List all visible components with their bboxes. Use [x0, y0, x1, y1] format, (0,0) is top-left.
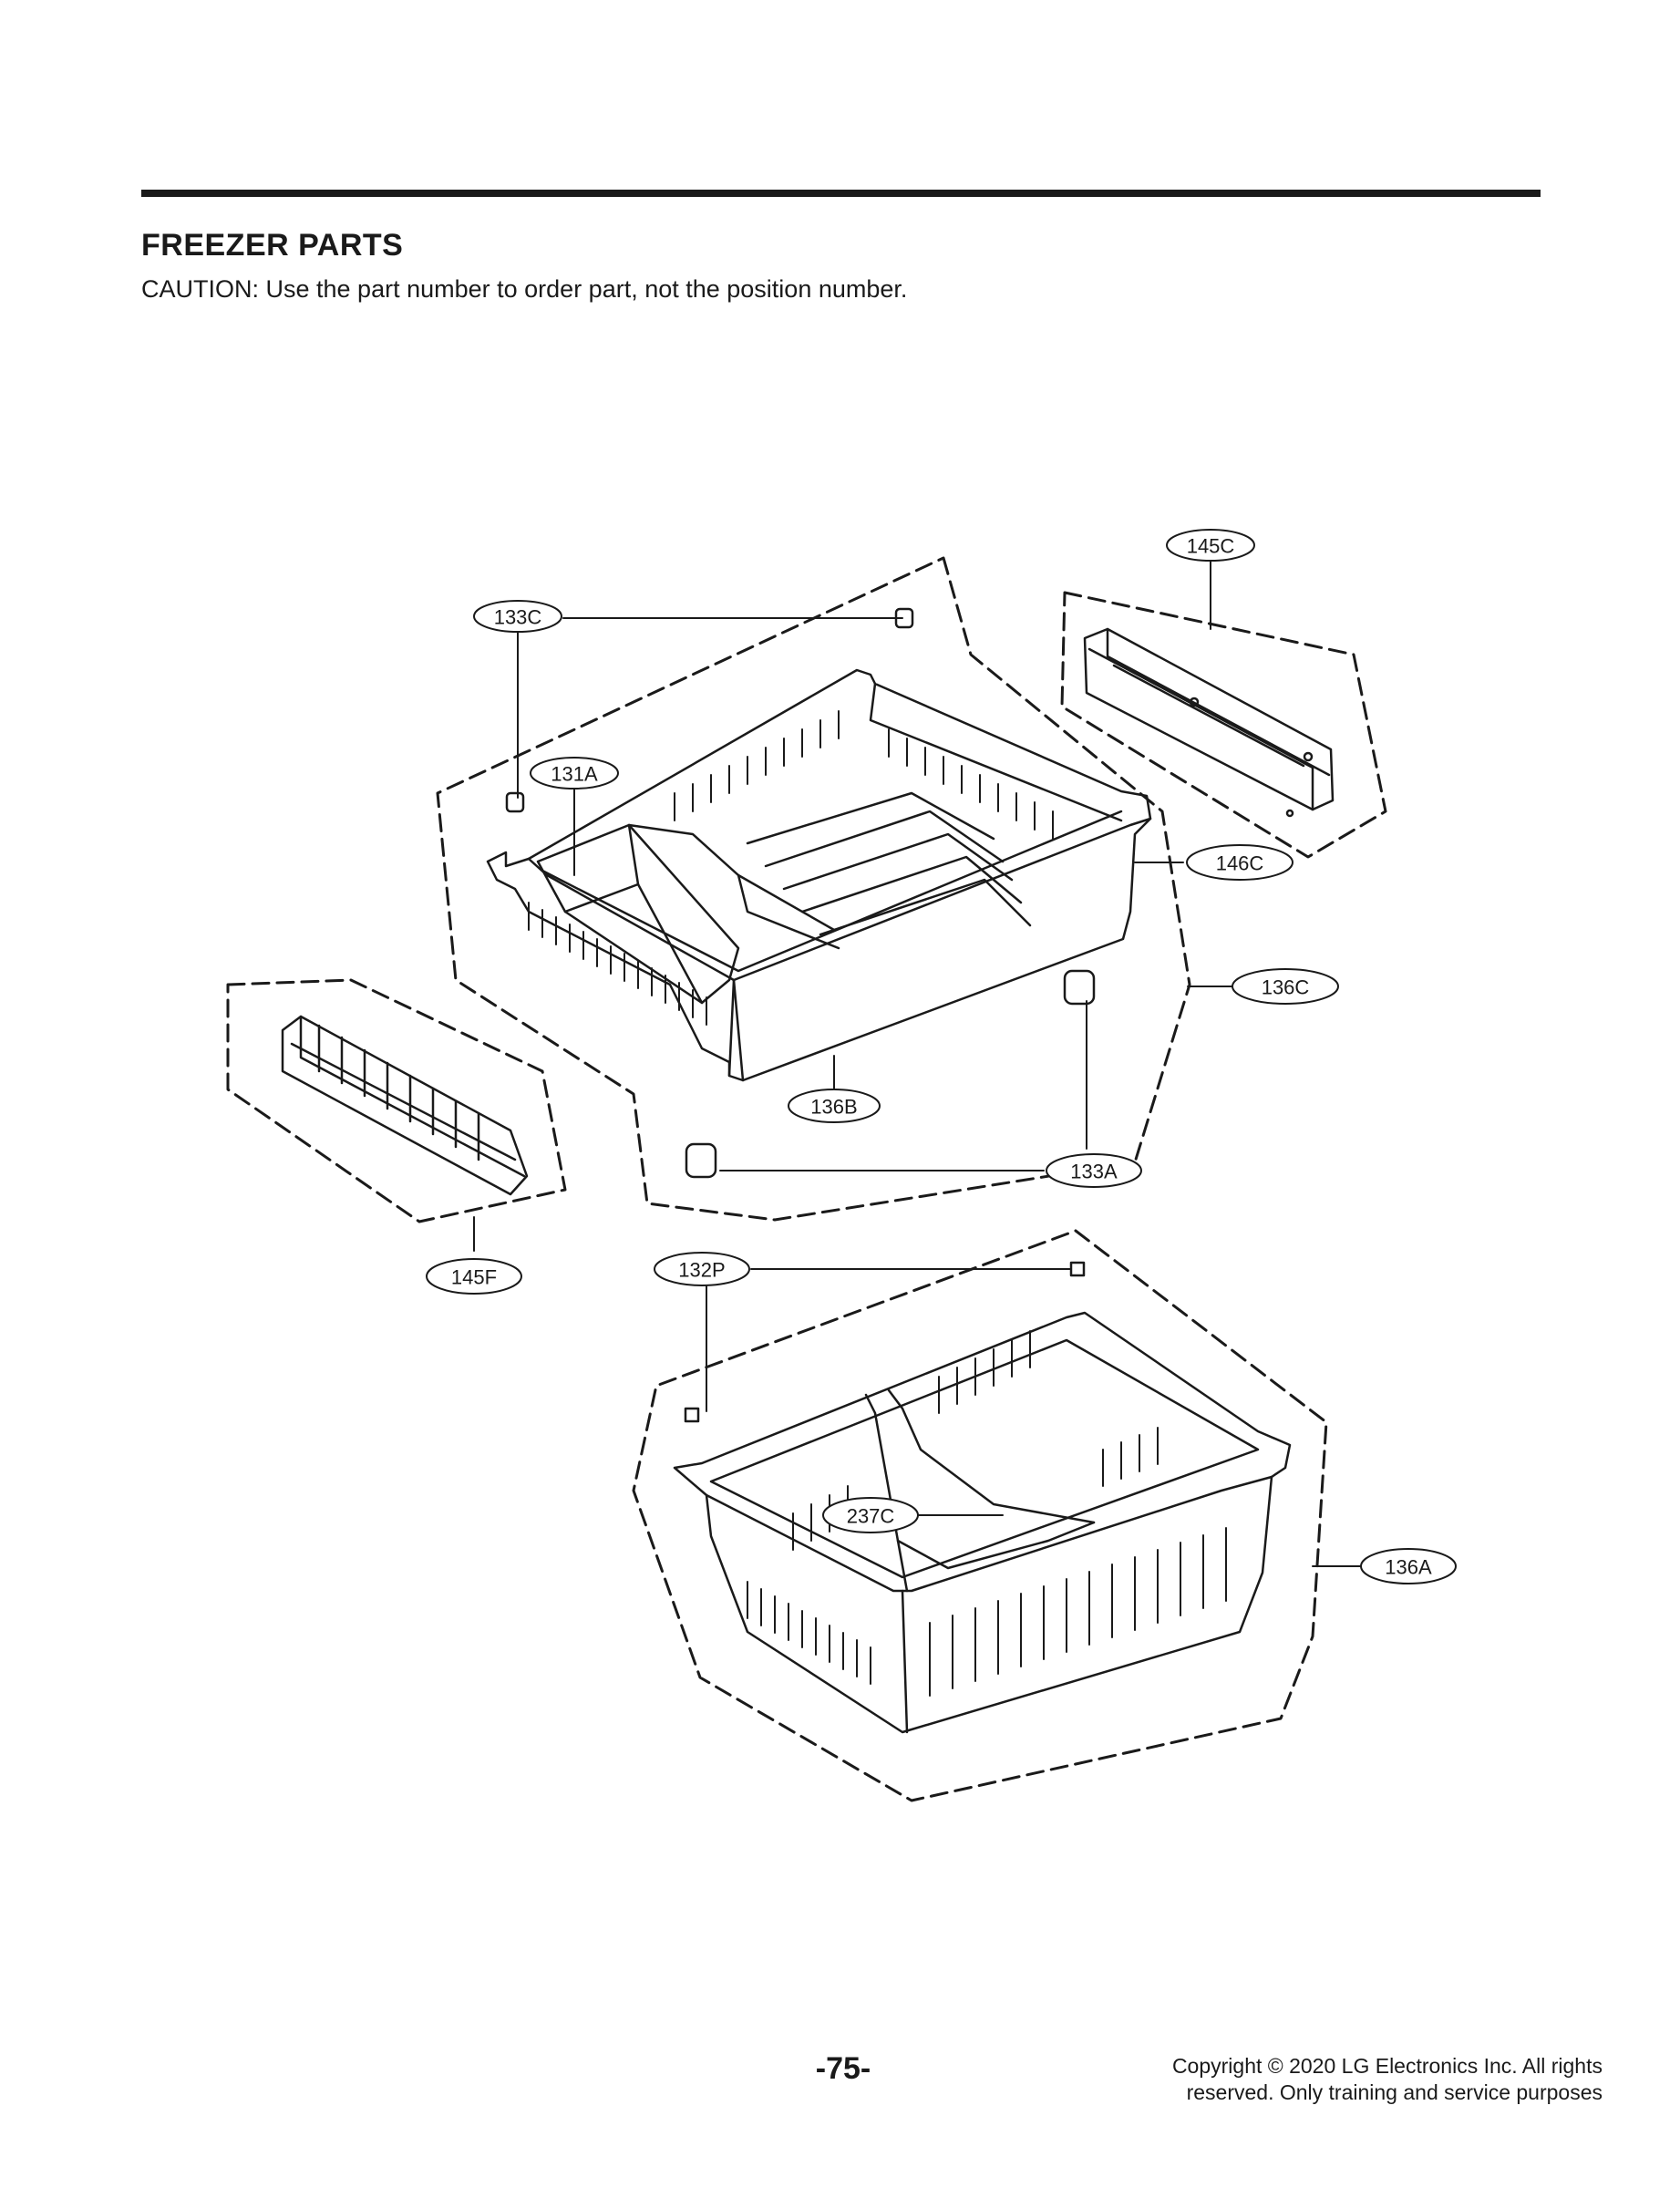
callout-label-133c: 133C [494, 606, 542, 629]
callout-oval-136a [1360, 1548, 1457, 1584]
rail-part [1083, 627, 1335, 818]
rail-group-outline [1060, 591, 1387, 859]
callout-label-145f: 145F [451, 1266, 497, 1289]
callout-oval-131a [530, 757, 619, 790]
callout-ovals [426, 529, 1457, 1584]
callout-label-146c: 146C [1216, 852, 1264, 875]
filter-group-outline [226, 978, 567, 1223]
callout-oval-136b [788, 1089, 881, 1123]
callout-label-132p: 132P [678, 1259, 725, 1282]
callout-labels: 145C 133C 131A 146C 136C 136B 133A 145F … [451, 535, 1432, 1579]
page-number: -75- [815, 2051, 871, 2086]
callout-label-237c: 237C [847, 1505, 895, 1528]
callout-label-131a: 131A [551, 763, 598, 786]
callout-oval-133c [473, 600, 562, 633]
drawer-vent-slots [528, 710, 1054, 1026]
callout-oval-133a [1046, 1153, 1142, 1188]
lower-basket-part [673, 1311, 1292, 1734]
callout-label-136c: 136C [1262, 976, 1310, 999]
upper-drawer-group-outline [436, 556, 1191, 1222]
caution-note: CAUTION: Use the part number to order pa… [141, 275, 908, 303]
copyright-notice: Copyright © 2020 LG Electronics Inc. All… [964, 2053, 1603, 2106]
callout-oval-145c [1166, 529, 1255, 562]
copyright-line-1: Copyright © 2020 LG Electronics Inc. All… [1171, 2054, 1603, 2078]
lower-basket-group-outline [632, 1229, 1328, 1802]
basket-vent-slots [747, 1330, 1227, 1697]
callout-label-136a: 136A [1385, 1556, 1432, 1579]
callout-oval-145f [426, 1258, 522, 1295]
callout-oval-132p [654, 1252, 750, 1286]
callout-oval-146c [1186, 844, 1293, 881]
page-title: FREEZER PARTS [141, 228, 404, 263]
upper-drawer-part [486, 668, 1152, 1082]
callout-label-133a: 133A [1070, 1161, 1118, 1183]
filter-part [281, 1015, 529, 1196]
callout-oval-136c [1232, 968, 1339, 1005]
copyright-line-2: reserved. Only training and service purp… [1186, 2080, 1603, 2104]
group-outlines [226, 556, 1387, 1802]
clip-parts [505, 607, 1096, 1423]
header-rule [141, 190, 1541, 197]
callout-label-136b: 136B [810, 1096, 857, 1119]
leader-lines [473, 559, 1362, 1567]
callout-label-145c: 145C [1187, 535, 1235, 558]
callout-oval-237c [822, 1497, 919, 1533]
